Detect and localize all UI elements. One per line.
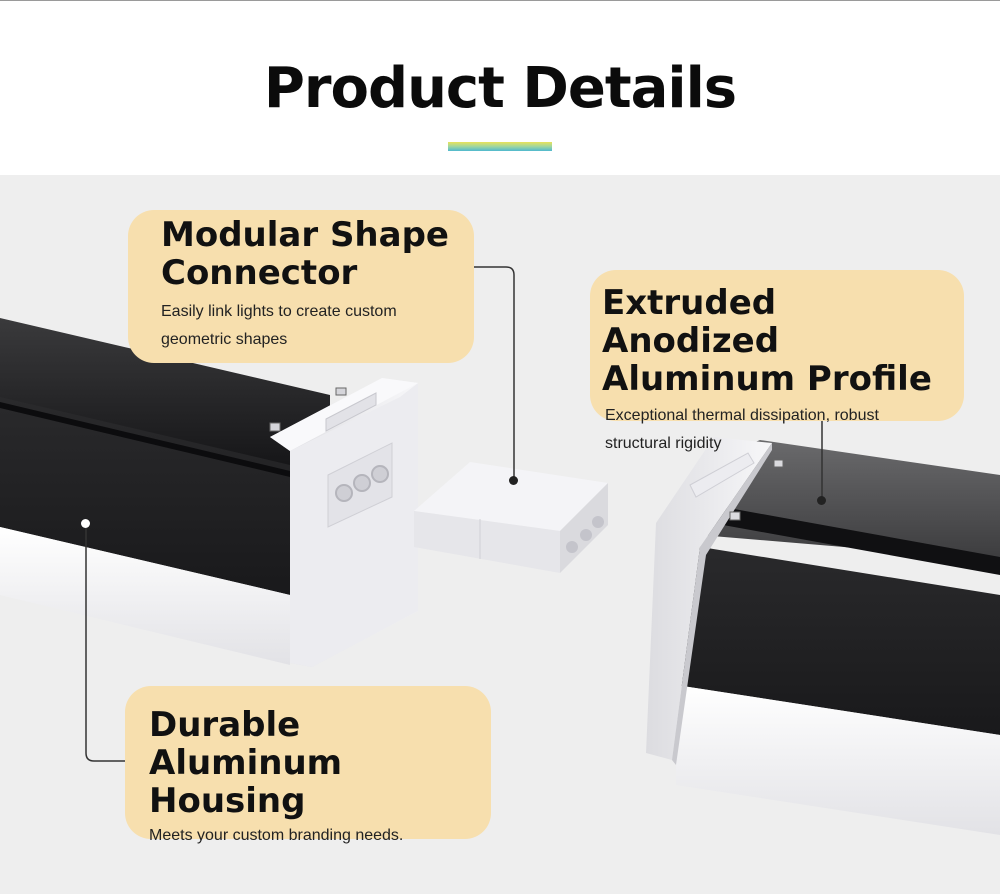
cap-socket-icon [327, 442, 393, 528]
title-accent-bar [448, 142, 552, 151]
linear-light-illustration [0, 266, 1000, 835]
housing-pointer-dot [81, 519, 90, 528]
cap-slot-icon [335, 387, 347, 396]
cap-slot-icon [269, 422, 281, 432]
connector-pointer-dot [509, 476, 518, 485]
page-title: Product Details [263, 56, 737, 121]
callout-leader-lines [85, 266, 823, 762]
top-divider [0, 0, 1000, 1]
profile-pointer-dot [817, 496, 826, 505]
left-light-fixture [0, 318, 418, 667]
callout-description: Meets your custom branding needs. [149, 827, 404, 844]
cap-slot-icon [729, 511, 741, 521]
right-light-fixture [646, 437, 1000, 835]
header: Product Details [0, 0, 1000, 175]
cap-slot-icon [773, 459, 784, 468]
shape-connector [414, 462, 608, 573]
callout-description: Exceptional thermal dissipation, robust … [605, 407, 879, 452]
callout-description: Easily link lights to create custom geom… [161, 303, 397, 348]
